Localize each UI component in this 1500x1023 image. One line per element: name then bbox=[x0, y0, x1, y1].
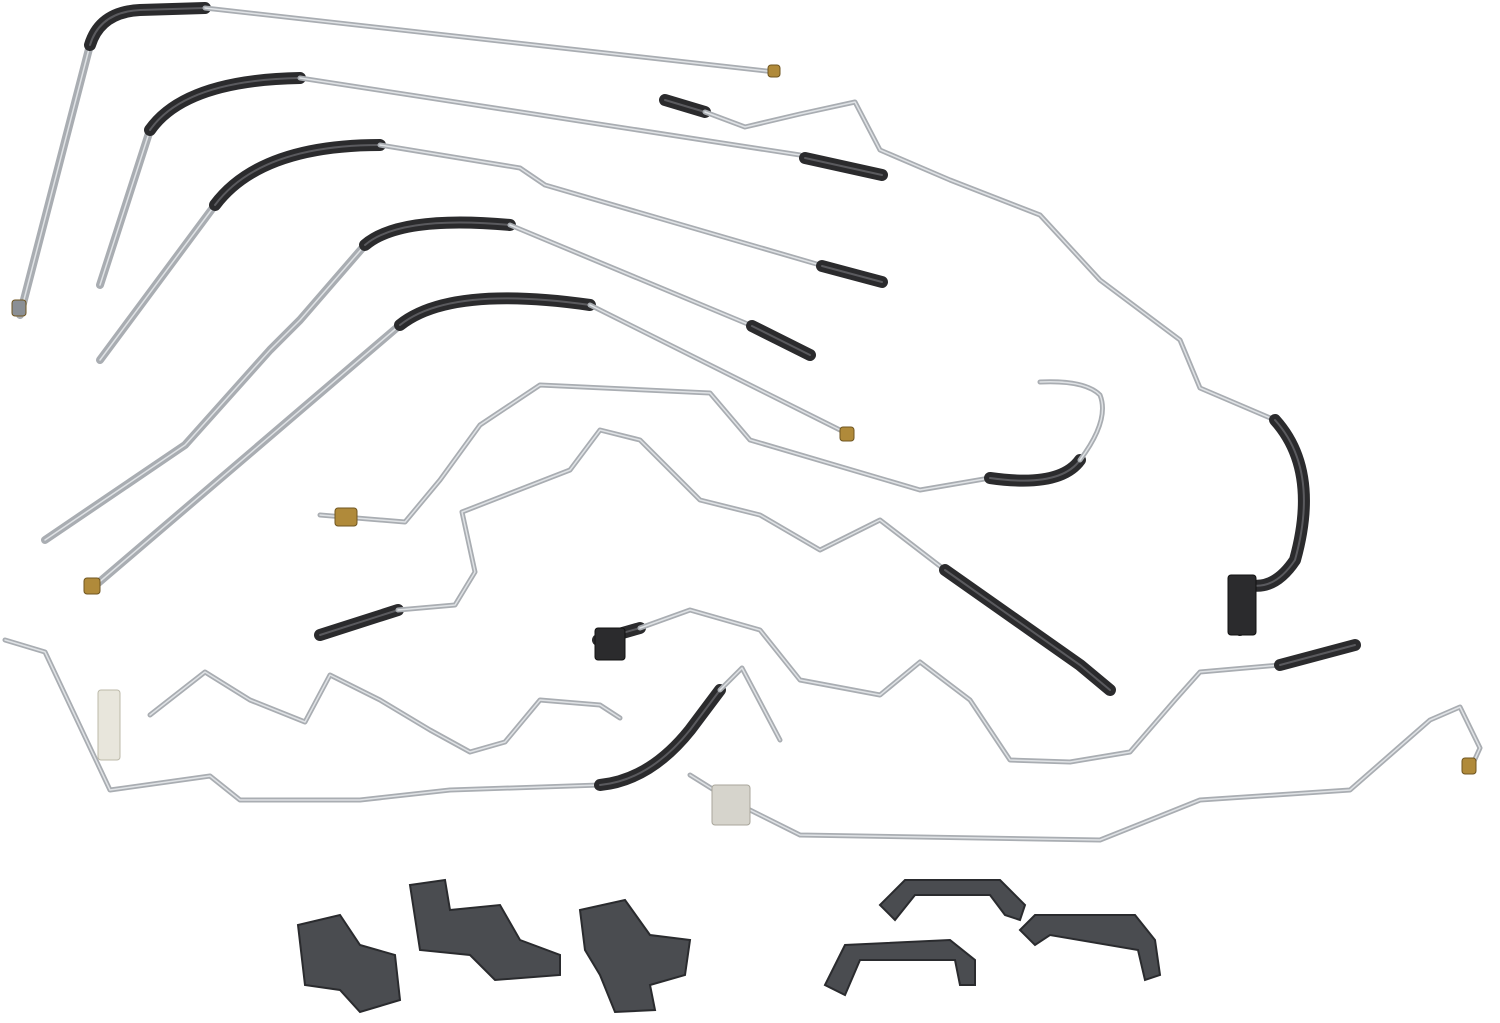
metal-tube-highlight bbox=[639, 609, 1281, 763]
bracket-clip bbox=[823, 938, 976, 997]
rubber-hose bbox=[984, 454, 1086, 487]
metal-tube-highlight bbox=[99, 129, 151, 286]
rubber-hose bbox=[84, 2, 211, 51]
rubber-hose-highlight bbox=[664, 99, 706, 113]
rubber-hose-highlight bbox=[364, 221, 511, 246]
metal-tube bbox=[687, 704, 1483, 843]
rubber-hose-highlight bbox=[1279, 644, 1356, 666]
retaining-clip bbox=[578, 898, 692, 1014]
metal-tube bbox=[395, 427, 948, 613]
brass-nut-fitting bbox=[1461, 757, 1477, 775]
rubber-hose-highlight bbox=[399, 297, 591, 326]
quick-connect-elbow bbox=[1227, 574, 1257, 636]
bracket-clip bbox=[1018, 914, 1162, 982]
metal-tube-highlight bbox=[589, 304, 851, 436]
metal-tube-highlight bbox=[204, 7, 776, 73]
rubber-hose-highlight bbox=[989, 459, 1081, 482]
metal-tube-highlight bbox=[704, 101, 1276, 421]
metal-tube bbox=[377, 142, 823, 268]
metal-tube-highlight bbox=[379, 144, 821, 266]
brass-nut-fitting bbox=[83, 577, 101, 595]
retaining-clip bbox=[296, 913, 402, 1014]
metal-tube-highlight bbox=[719, 667, 781, 741]
tube-nut-fitting bbox=[11, 299, 27, 317]
quick-connect-fitting bbox=[711, 784, 751, 826]
metal-tube-highlight bbox=[1039, 381, 1104, 461]
metal-tube-highlight bbox=[689, 706, 1481, 841]
rubber-hose-highlight bbox=[599, 689, 721, 786]
rubber-hose-highlight bbox=[1239, 419, 1305, 631]
rubber-hose-highlight bbox=[89, 7, 206, 46]
retaining-clip bbox=[408, 878, 561, 982]
tee-connector bbox=[97, 689, 121, 761]
metal-tube-highlight bbox=[319, 384, 991, 523]
rubber-hose-highlight bbox=[821, 265, 883, 283]
rubber-hose-highlight bbox=[751, 325, 811, 356]
metal-tube-highlight bbox=[99, 204, 216, 361]
rubber-hose-highlight bbox=[804, 157, 883, 176]
metal-tube-highlight bbox=[299, 77, 801, 156]
rubber-hose bbox=[594, 684, 726, 791]
brass-nut-fitting bbox=[334, 507, 358, 527]
metal-tube-highlight bbox=[89, 324, 401, 591]
rubber-hose-highlight bbox=[149, 77, 301, 131]
bracket-clip bbox=[878, 879, 1027, 922]
metal-tube bbox=[147, 669, 623, 755]
tube-end-cap bbox=[767, 64, 781, 78]
quick-connect-elbow bbox=[594, 627, 626, 661]
metal-tube bbox=[637, 607, 1283, 765]
rubber-hose-highlight bbox=[214, 144, 381, 206]
metal-tube-highlight bbox=[509, 224, 751, 326]
rubber-hose-highlight bbox=[319, 609, 399, 636]
metal-tube-highlight bbox=[44, 244, 366, 541]
rubber-hose bbox=[359, 216, 516, 251]
metal-tube bbox=[1037, 379, 1105, 463]
rubber-hose-highlight bbox=[944, 569, 1111, 691]
brass-nut-fitting bbox=[839, 426, 855, 442]
metal-tube bbox=[702, 99, 1278, 423]
metal-tube-highlight bbox=[4, 639, 601, 801]
metal-tube-highlight bbox=[397, 429, 946, 611]
metal-tube bbox=[717, 665, 783, 743]
metal-tube-highlight bbox=[149, 671, 621, 753]
metal-tube-highlight bbox=[19, 44, 91, 316]
